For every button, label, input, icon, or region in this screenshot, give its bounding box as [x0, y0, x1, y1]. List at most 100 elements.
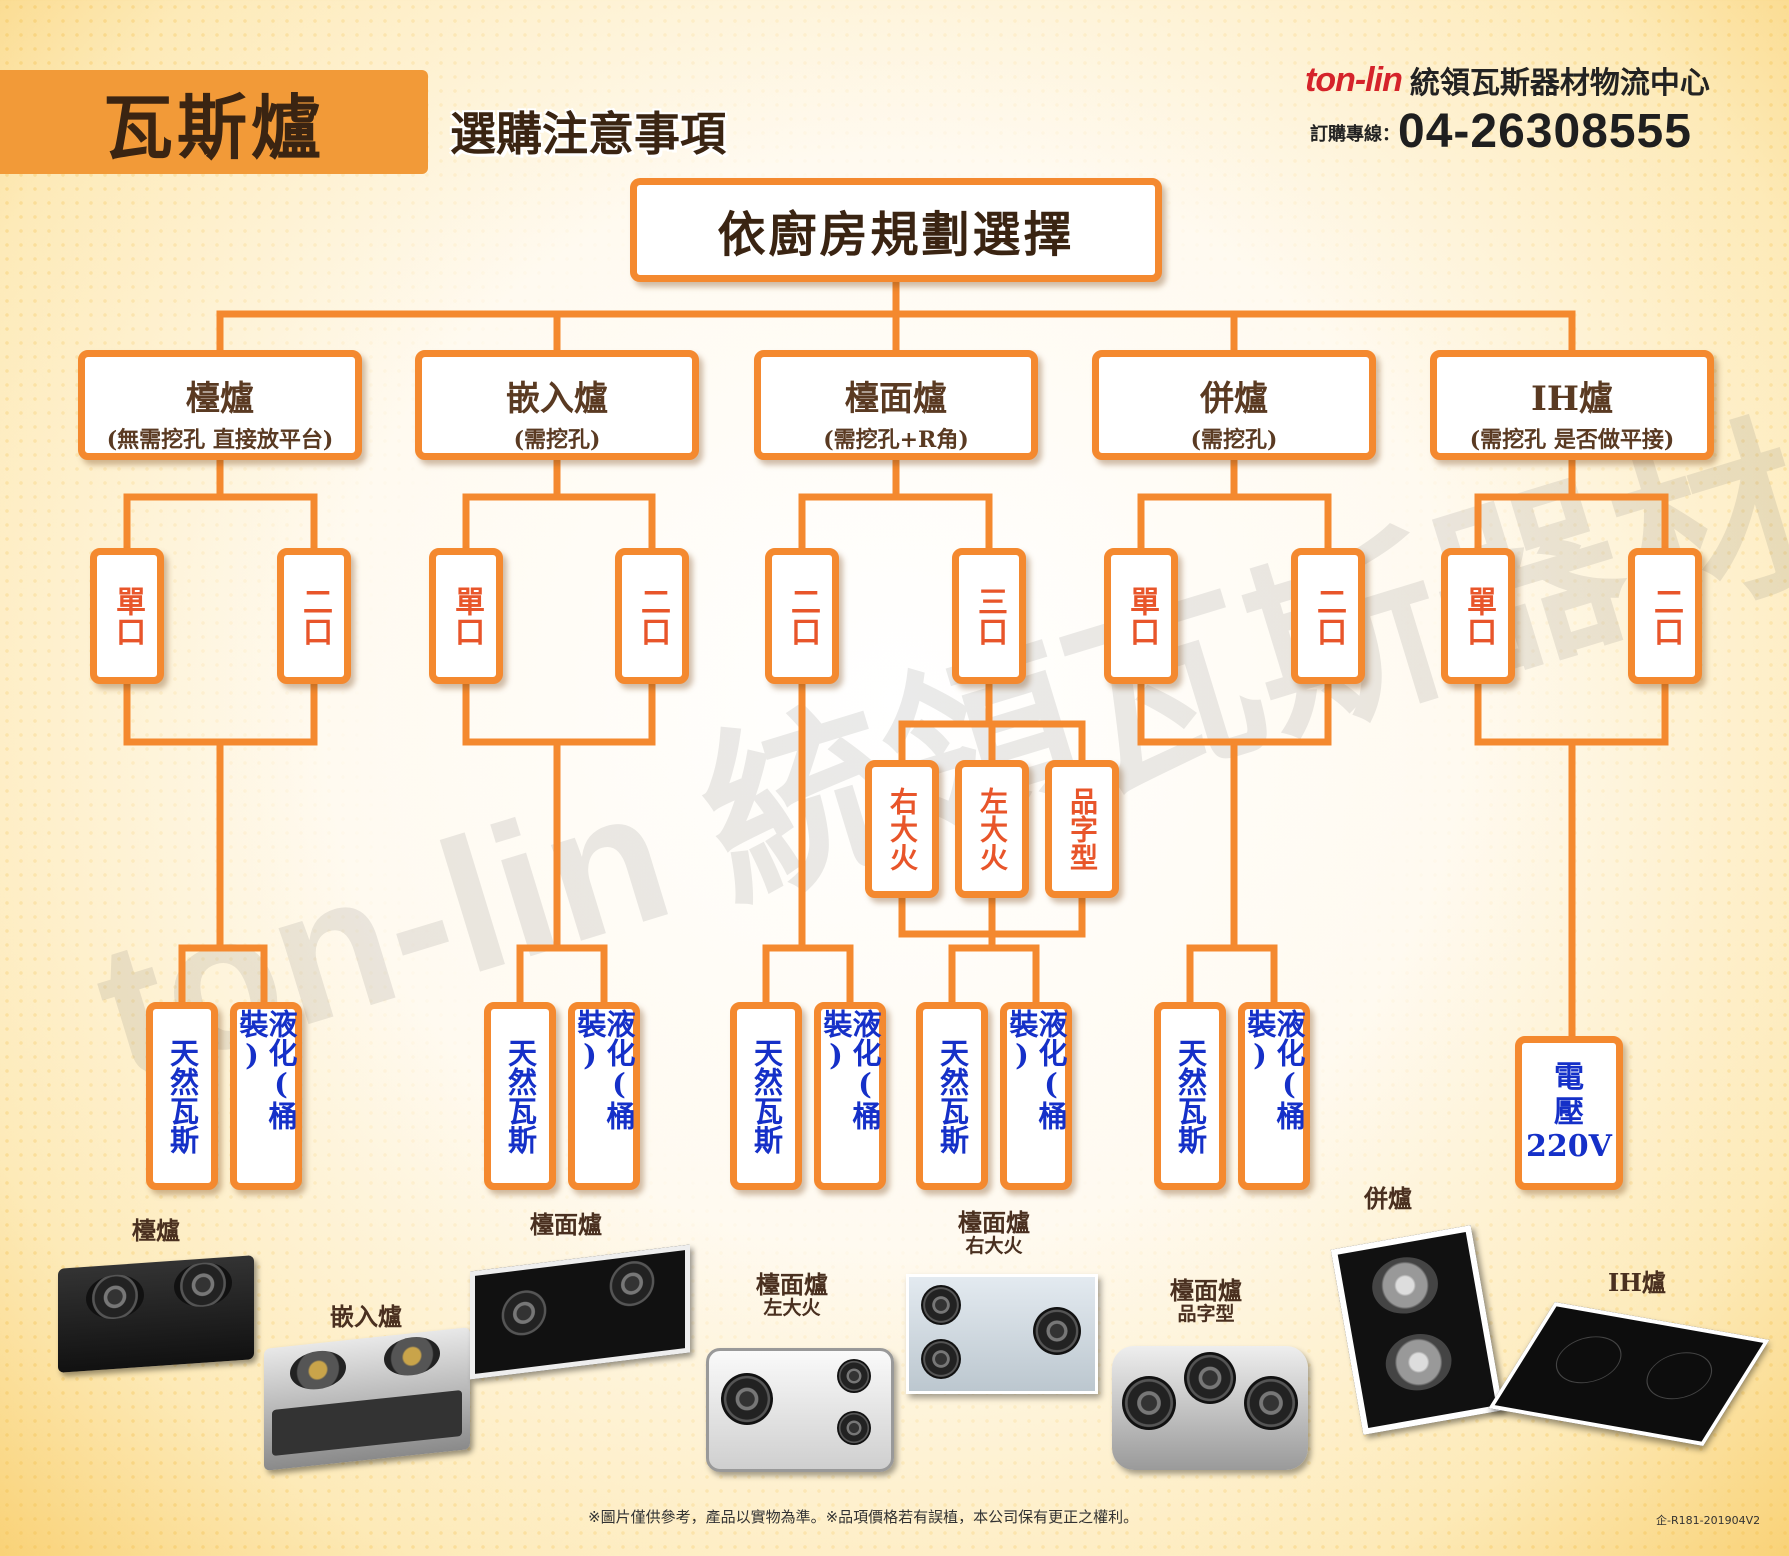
category-name: 檯爐 — [186, 379, 254, 419]
countertop-left-stove-image — [706, 1348, 894, 1472]
burner-icon — [837, 1411, 871, 1445]
mouth-box: 二口 — [1628, 548, 1702, 684]
voltage-line1: 電 — [1554, 1060, 1584, 1096]
voltage-line3: 220V — [1526, 1129, 1612, 1165]
gas-label: 液化(桶裝) — [235, 1009, 298, 1130]
footer-disclaimer: ※圖片僅供參考，產品以實物為準。※品項價格若有誤植，本公司保有更正之權利。 — [588, 1508, 1139, 1526]
mouth-label: 單口 — [449, 586, 484, 646]
mouth-label: 二口 — [1311, 586, 1346, 646]
category-ih-stove: IH爐 (需挖孔 是否做平接) — [1430, 350, 1714, 460]
burner-icon — [1244, 1376, 1298, 1430]
burner-icon — [721, 1373, 773, 1425]
cooking-zone-icon — [1635, 1347, 1724, 1404]
title-band: 瓦斯爐 — [0, 70, 428, 174]
tai-stove-image — [58, 1255, 254, 1373]
mouth-box: 二口 — [765, 548, 839, 684]
gas-natural-box: 天然瓦斯 — [730, 1002, 802, 1190]
burner-icon — [605, 1257, 659, 1310]
mouth-label: 單口 — [110, 586, 145, 646]
category-name: 檯面爐 — [845, 379, 947, 419]
gas-label: 天然瓦斯 — [749, 1038, 784, 1154]
mouth-label: 三口 — [972, 586, 1007, 646]
category-name: IH爐 — [1530, 379, 1614, 419]
root-node: 依廚房規劃選擇 — [630, 178, 1162, 282]
control-panel — [272, 1390, 462, 1456]
mouth-box: 單口 — [1104, 548, 1178, 684]
gas-label: 液化(桶裝) — [1005, 1009, 1068, 1130]
burner-icon — [86, 1272, 144, 1321]
label-sub: 右大火 — [965, 1235, 1023, 1258]
gas-lpg-box: 液化(桶裝) — [814, 1002, 886, 1190]
gas-lpg-box: 液化(桶裝) — [568, 1002, 640, 1190]
cat4-connector — [1137, 460, 1332, 948]
cat5-connector — [1474, 460, 1669, 1036]
voltage-line2: 壓 — [1554, 1094, 1584, 1130]
cooking-zone-icon — [1544, 1331, 1633, 1388]
burner-icon — [1184, 1352, 1236, 1404]
root-label: 依廚房規劃選擇 — [717, 207, 1075, 263]
root-connector — [216, 282, 1576, 350]
burner-icon — [921, 1285, 961, 1325]
mouth-label: 二口 — [1648, 586, 1683, 646]
category-embedded-stove: 嵌入爐 (需挖孔) — [415, 350, 699, 460]
voltage-box: 電 壓 220V — [1515, 1036, 1623, 1190]
category-note: (需挖孔+R角) — [823, 427, 969, 453]
fire-pin-box: 品字型 — [1045, 760, 1119, 898]
cat1-connector — [123, 460, 318, 948]
gas-label: 天然瓦斯 — [935, 1038, 970, 1154]
category-note: (需挖孔) — [1190, 427, 1278, 453]
brand: ton-lin 統領瓦斯器材物流中心 — [1305, 58, 1710, 102]
label-sub: 品字型 — [1177, 1303, 1235, 1326]
burner-icon — [384, 1334, 440, 1379]
burner-icon — [497, 1286, 551, 1340]
label-main: 檯面爐 — [756, 1270, 828, 1299]
product-label-ih: IH爐 — [1608, 1268, 1666, 1297]
mouth-box: 二口 — [277, 548, 351, 684]
page-title: 瓦斯爐 — [103, 85, 325, 169]
category-note: (無需挖孔 直接放平台) — [106, 427, 334, 453]
gas-natural-box: 天然瓦斯 — [1154, 1002, 1226, 1190]
phone-number: 04-26308555 — [1398, 105, 1692, 158]
gas-natural-box: 天然瓦斯 — [916, 1002, 988, 1190]
fire-left-box: 左大火 — [955, 760, 1029, 898]
fire-label: 左大火 — [976, 787, 1009, 871]
gas-label: 液化(桶裝) — [573, 1009, 636, 1130]
mouth-label: 單口 — [1461, 586, 1496, 646]
burner-icon — [1122, 1376, 1176, 1430]
gas-label: 液化(桶裝) — [1243, 1009, 1306, 1130]
page-subtitle: 選購注意事項 — [450, 107, 726, 161]
category-tai-stove: 檯爐 (無需挖孔 直接放平台) — [78, 350, 362, 460]
burner-icon — [921, 1339, 961, 1379]
category-countertop-stove: 檯面爐 (需挖孔+R角) — [754, 350, 1038, 460]
mouth-box: 單口 — [1441, 548, 1515, 684]
gas-label: 天然瓦斯 — [165, 1038, 200, 1154]
mouth-label: 二口 — [635, 586, 670, 646]
product-label-counter: 檯面爐 — [530, 1210, 602, 1239]
embedded-stove-image — [264, 1327, 470, 1471]
brand-name: 統領瓦斯器材物流中心 — [1409, 66, 1710, 101]
cat3-connector — [798, 460, 1086, 948]
countertop-pin-stove-image — [1112, 1346, 1308, 1470]
fire-right-box: 右大火 — [865, 760, 939, 898]
label-sub: 左大火 — [763, 1297, 821, 1320]
document-code: 企-R181-201904V2 — [1656, 1514, 1761, 1527]
burner-icon — [1381, 1328, 1456, 1396]
gas-natural-box: 天然瓦斯 — [146, 1002, 218, 1190]
gas-label: 液化(桶裝) — [819, 1009, 882, 1130]
mouth-box: 單口 — [429, 548, 503, 684]
product-label-counter-left: 檯面爐 左大火 — [756, 1270, 828, 1320]
label-main: 檯面爐 — [958, 1208, 1030, 1237]
mouth-box: 二口 — [615, 548, 689, 684]
burner-icon — [1367, 1252, 1443, 1319]
gas-lpg-box: 液化(桶裝) — [1000, 1002, 1072, 1190]
phone-label: 訂購專線： — [1310, 124, 1400, 145]
burner-icon — [174, 1260, 232, 1309]
burner-icon — [1033, 1307, 1081, 1355]
mouth-box: 二口 — [1291, 548, 1365, 684]
product-label-counter-pin: 檯面爐 品字型 — [1170, 1276, 1242, 1326]
fire-label: 品字型 — [1066, 787, 1099, 871]
mouth-label: 二口 — [785, 586, 820, 646]
gas-lpg-box: 液化(桶裝) — [230, 1002, 302, 1190]
label-main: 檯面爐 — [1170, 1276, 1242, 1305]
